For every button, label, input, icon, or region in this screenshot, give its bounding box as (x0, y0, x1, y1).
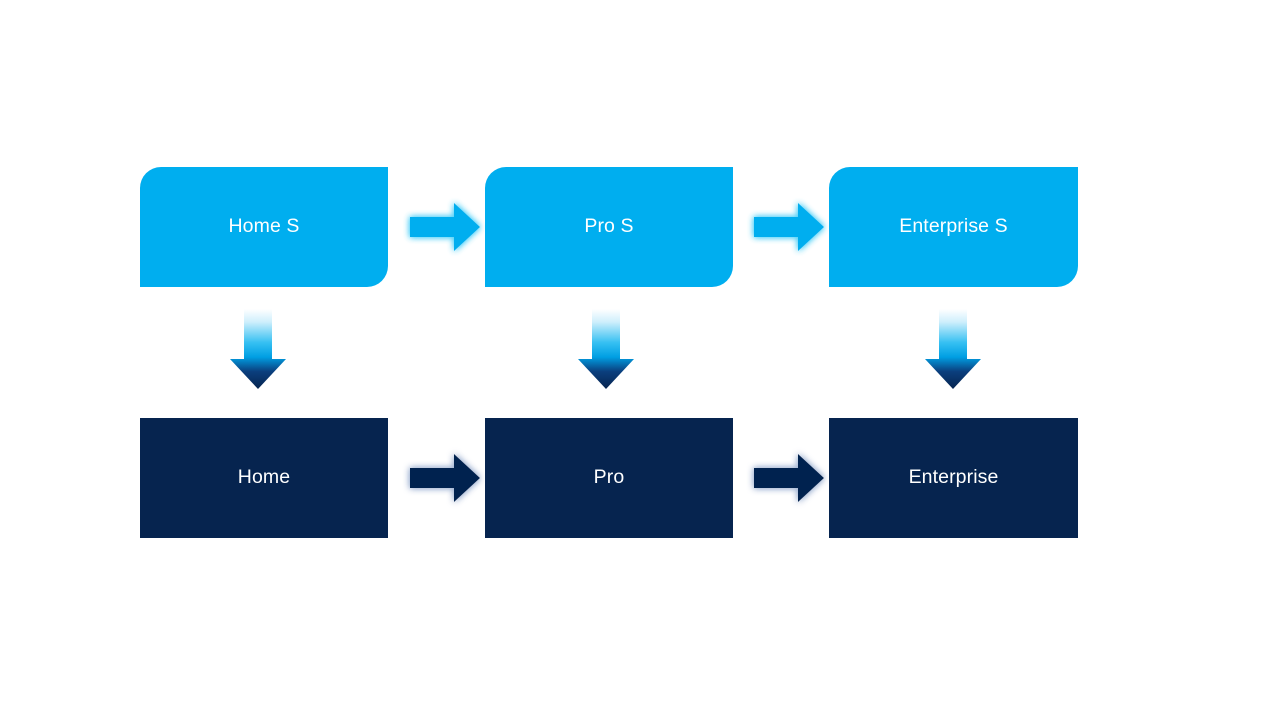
node-label: Pro S (584, 215, 634, 238)
arrow-right-home-to-pro (410, 454, 480, 502)
arrow-right-icon (410, 203, 480, 251)
arrow-down-home-s-to-home (230, 309, 286, 389)
node-label: Enterprise (908, 466, 999, 489)
arrow-down-enterprise-s-to-enterprise (925, 309, 981, 389)
arrow-right-pro-to-enterprise (754, 454, 824, 502)
node-label: Home (237, 466, 291, 489)
arrow-down-pro-s-to-pro (578, 309, 634, 389)
node-label: Enterprise S (899, 215, 1008, 238)
node-label: Home S (228, 215, 300, 238)
node-enterprise[interactable]: Enterprise (829, 418, 1078, 538)
arrow-right-pro-s-to-enterprise-s (754, 203, 824, 251)
arrow-down-icon (230, 309, 286, 389)
arrow-right-icon (410, 454, 480, 502)
node-home[interactable]: Home (140, 418, 388, 538)
arrow-down-icon (578, 309, 634, 389)
arrow-right-icon (754, 203, 824, 251)
node-pro[interactable]: Pro (485, 418, 733, 538)
arrow-right-icon (754, 454, 824, 502)
arrow-right-home-s-to-pro-s (410, 203, 480, 251)
node-label: Pro (593, 466, 625, 489)
node-pro-s[interactable]: Pro S (485, 167, 733, 287)
node-enterprise-s[interactable]: Enterprise S (829, 167, 1078, 287)
node-home-s[interactable]: Home S (140, 167, 388, 287)
arrow-down-icon (925, 309, 981, 389)
